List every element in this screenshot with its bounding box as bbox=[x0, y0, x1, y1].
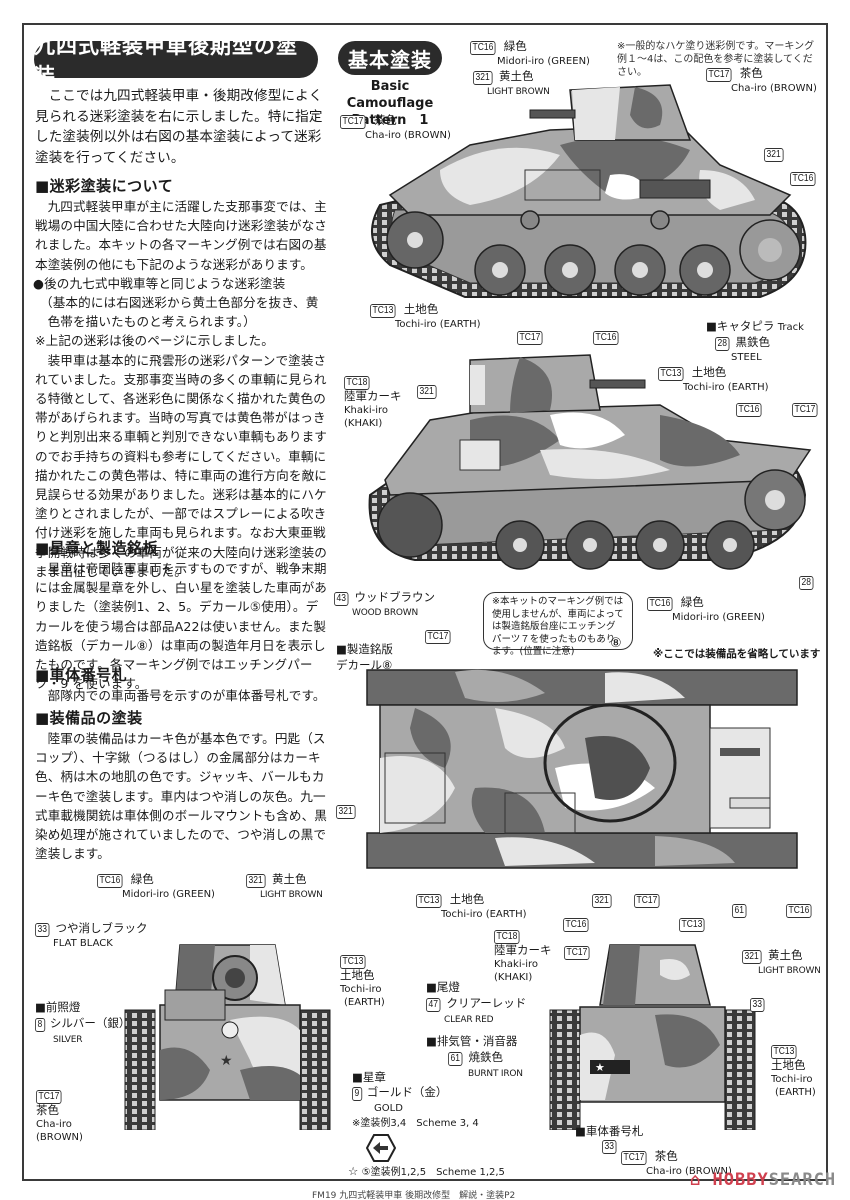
label-tc16-rear-view: TC16 bbox=[563, 918, 593, 932]
label-321-side2: 321 bbox=[417, 385, 440, 399]
label-tc18-rear: TC18 陸軍カーキ Khaki-iro (KHAKI) bbox=[494, 930, 552, 983]
label-tc16-side2: TC16 bbox=[593, 331, 623, 345]
basic-subtitle-line2: Pattern 1 bbox=[351, 113, 429, 128]
label-321-top-bottom: 321 bbox=[592, 894, 615, 908]
label-tc18-khaki: TC18 陸軍カーキ Khaki-iro (KHAKI) bbox=[344, 376, 402, 429]
number-plate-paragraph: 部隊内での車両番号を示すのが車体番号札です。 bbox=[47, 688, 326, 703]
basic-title-pill: 基本塗装 bbox=[338, 41, 442, 75]
label-taillight: ■尾燈 47 クリアーレッド CLEAR RED bbox=[426, 980, 527, 1025]
label-28-side2: 28 bbox=[799, 576, 816, 590]
intro-text: ここでは九四式軽装甲車・後期改修型によく見られる迷彩塗装を右に示しました。特に指… bbox=[35, 86, 327, 168]
label-tc16-side2-rear: TC16 bbox=[736, 403, 766, 417]
paint-code-tc16: TC16 bbox=[790, 172, 816, 186]
camo-paragraph-1: 九四式軽装甲車が主に活躍した支那事変では、主戦場の中国大陸に合わせた大陸向け迷彩… bbox=[35, 199, 327, 272]
paint-code-321: 321 bbox=[473, 71, 493, 85]
top-view-drawing bbox=[366, 669, 798, 869]
camo-ref-note: ※上記の迷彩は後のページに示しました。 bbox=[35, 333, 274, 349]
label-number-plate: ■車体番号札 33 bbox=[575, 1124, 644, 1154]
svg-text:★: ★ bbox=[220, 1053, 233, 1069]
label-tc17-front: TC17 茶色 Cha-iro (BROWN) bbox=[36, 1090, 83, 1143]
watermark-logo-icon: ⌂ bbox=[690, 1170, 702, 1190]
section-star: ■星章と製造銘板 星章は帝国陸軍車両を示すものですが、戦争末期には金属製星章を外… bbox=[35, 538, 327, 693]
left-title: 九四式軽装甲車後期型の塗装 bbox=[34, 33, 298, 88]
label-exhaust: ■排気管・消音器 61 焼鉄色 BURNT IRON bbox=[426, 1034, 523, 1079]
label-tc17-rear-bottom: TC17 茶色 Cha-iro (BROWN) bbox=[621, 1150, 732, 1178]
side-view-1-drawing bbox=[371, 84, 807, 298]
page-footer: FM19 九四式軽装甲車 後期改修型 解説・塗装P2 bbox=[312, 1191, 516, 1200]
paint-code-tc16: TC16 bbox=[470, 41, 496, 55]
label-tc17-turret: TC17 茶色 Cha-iro (BROWN) bbox=[706, 67, 817, 95]
section-camo: ■迷彩塗装について 九四式軽装甲車が主に活躍した支那事変では、主戦場の中国大陸に… bbox=[33, 176, 327, 581]
page-frame bbox=[22, 23, 828, 1181]
label-tc13-front: TC13 土地色 Tochi-iro (EARTH) bbox=[340, 955, 385, 1008]
label-321-rear: 321 bbox=[764, 148, 787, 162]
label-tc13-top: TC13 土地色 Tochi-iro (EARTH) bbox=[416, 893, 527, 921]
camo-bullet-note: （基本的には右図迷彩から黄土色部分を抜き、黄色帯を描いたものと考えられます。） bbox=[40, 295, 319, 330]
label-tc16-green: TC16 緑色 Midori-iro (GREEN) bbox=[470, 40, 590, 68]
section-equipment: ■装備品の塗装 陸軍の装備品はカーキ色が基本色です。円匙（スコップ）、十字鍬（つ… bbox=[35, 708, 327, 863]
section-heading-equipment: ■装備品の塗装 bbox=[35, 709, 143, 727]
label-28-steel: 28 黒鉄色 STEEL bbox=[715, 336, 770, 364]
paint-code-tc17: TC17 bbox=[340, 115, 366, 129]
label-star-emblem: ■星章 9 ゴールド（金） GOLD ※塗装例3,4 Scheme 3, 4 bbox=[352, 1070, 479, 1129]
label-tc13-side2: TC13 土地色 Tochi-iro (EARTH) bbox=[658, 366, 769, 394]
paint-code-28: 28 bbox=[715, 337, 730, 351]
label-tc17-side2: TC17 bbox=[517, 331, 547, 345]
rear-view-drawing: ★ bbox=[549, 944, 756, 1130]
etching-part-callout: ※本キットのマーキング例では使用しませんが、車両によっては製造銘版台座にエッチン… bbox=[483, 592, 633, 657]
label-321-rear-view: 321 黄土色 LIGHT BROWN bbox=[742, 949, 821, 978]
label-tc16-top-bottom: TC16 bbox=[786, 904, 816, 918]
section-heading-star: ■星章と製造銘板 bbox=[35, 539, 159, 557]
label-tc16-rear: TC16 bbox=[790, 172, 820, 186]
star-paragraph: 星章は帝国陸軍車両を示すものですが、戦争末期には金属製星章を外し、白い星を塗装し… bbox=[35, 561, 327, 692]
label-tc13-earth: TC13 土地色 Tochi-iro (EARTH) bbox=[370, 303, 481, 331]
front-view-drawing: ★ bbox=[124, 944, 331, 1130]
star-decal-icon bbox=[366, 1134, 396, 1162]
section-heading-camo: ■迷彩塗装について bbox=[35, 177, 174, 195]
basic-subtitle-line1: Basic Camouflage bbox=[346, 79, 434, 111]
basic-subtitle: Basic Camouflage Pattern 1 bbox=[335, 78, 445, 129]
side-view-2-drawing bbox=[368, 354, 812, 570]
label-33-flat-black: 33 つや消しブラック FLAT BLACK bbox=[35, 922, 147, 950]
label-43-wood-brown: 43 ウッドブラウン WOOD BROWN bbox=[334, 591, 435, 620]
hobby-search-watermark: ⌂ HOBBYSEARCH bbox=[690, 1170, 837, 1190]
label-33-rear: 33 bbox=[750, 998, 767, 1012]
label-tc17-rear-view: TC17 bbox=[564, 946, 594, 960]
label-321-front: 321 黄土色 LIGHT BROWN bbox=[246, 873, 323, 902]
paint-code-tc13: TC13 bbox=[370, 304, 396, 318]
label-tc16-top: TC16 緑色 Midori-iro (GREEN) bbox=[647, 596, 765, 624]
paint-code-321: 321 bbox=[764, 148, 784, 162]
section-heading-number-plate: ■車体番号札 bbox=[35, 666, 128, 684]
label-tc17-hull: TC17 茶色 Cha-iro (BROWN) bbox=[340, 114, 451, 142]
star-outline-icon: ☆ bbox=[348, 1164, 359, 1178]
basic-note: ※一般的なハケ塗り迷彩例です。マーキング例１～4は、この配色を参考に塗装してくだ… bbox=[617, 41, 815, 78]
label-tc17-top-bottom: TC17 bbox=[634, 894, 664, 908]
camo-paragraph-2: 装甲車は基本的に飛雲形の迷彩パターンで塗装されていました。支那事変当時の多くの車… bbox=[35, 352, 327, 579]
label-headlight: ■前照燈 8 シルバー（銀） SILVER bbox=[35, 1000, 131, 1045]
label-tc17-side2-rear: TC17 bbox=[792, 403, 822, 417]
label-tc16-front: TC16 緑色 Midori-iro (GREEN) bbox=[97, 873, 215, 901]
camo-bullet: ●後の九七式中戦車等と同じような迷彩塗装 bbox=[33, 275, 286, 291]
equipment-paragraph: 陸軍の装備品はカーキ色が基本色です。円匙（スコップ）、十字鍬（つるはし）の金属部… bbox=[35, 731, 327, 862]
intro-paragraph: ここでは九四式軽装甲車・後期改修型によく見られる迷彩塗装を右に示しました。特に指… bbox=[35, 88, 323, 166]
label-star-decal-scheme: ☆ ⑤塗装例1,2,5 Scheme 1,2,5 bbox=[348, 1164, 505, 1179]
label-321-top-left: 321 bbox=[336, 805, 359, 819]
label-tc13-rear: TC13 土地色 Tochi-iro (EARTH) bbox=[771, 1045, 816, 1098]
label-track: ■キャタピラ Track bbox=[706, 319, 804, 334]
basic-title: 基本塗装 bbox=[348, 47, 432, 72]
label-data-plate: ■製造銘版 デカール⑧ bbox=[336, 642, 393, 672]
section-number-plate: ■車体番号札 部隊内での車両番号を示すのが車体番号札です。 bbox=[35, 665, 327, 705]
paint-code-tc17: TC17 bbox=[706, 68, 732, 82]
callout-ref-8: ⑧ bbox=[610, 636, 622, 651]
equipment-omitted-note: ※ここでは装備品を省略しています bbox=[653, 648, 821, 660]
label-321-light-brown: 321 黄土色 LIGHT BROWN bbox=[473, 70, 550, 99]
svg-text:★: ★ bbox=[595, 1061, 605, 1074]
label-61-top: 61 bbox=[732, 904, 749, 918]
left-title-pill: 九四式軽装甲車後期型の塗装 bbox=[34, 34, 318, 88]
label-tc17-top: TC17 bbox=[425, 630, 455, 644]
label-tc13-rear-top: TC13 bbox=[679, 918, 709, 932]
